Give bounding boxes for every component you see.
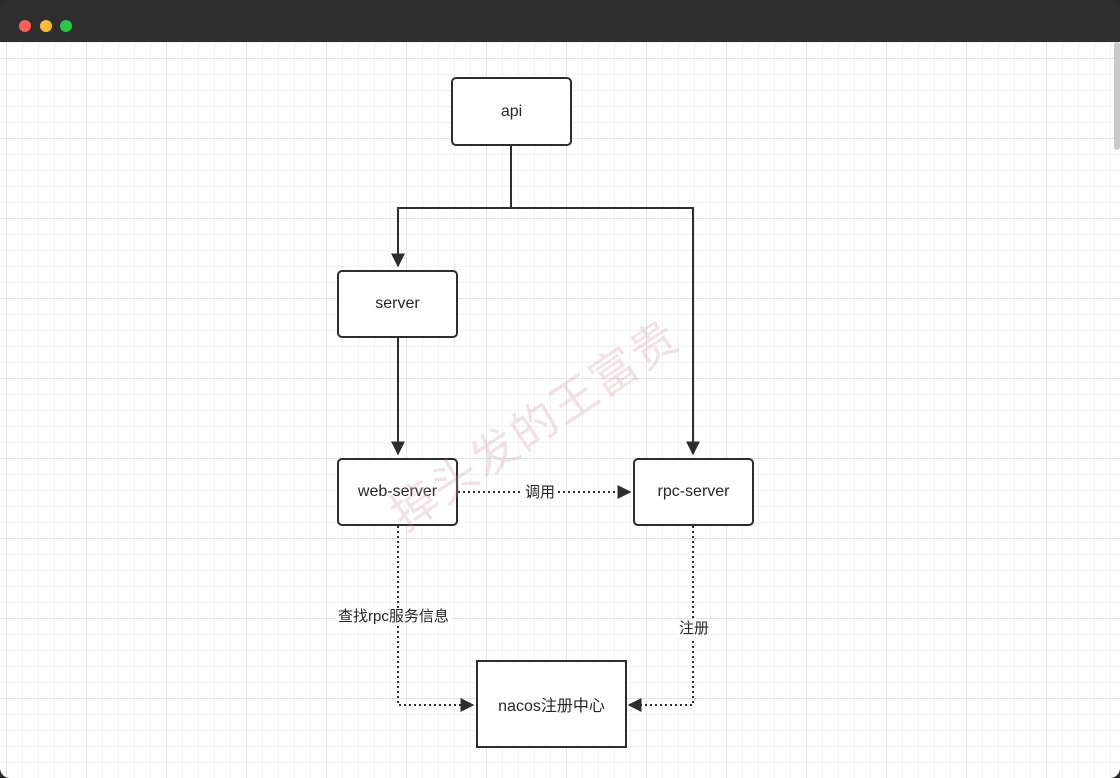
node-rpc-server[interactable]: rpc-server bbox=[633, 458, 754, 526]
edge-label-invoke: 调用 bbox=[523, 484, 558, 502]
edge-api-to-rpc-server bbox=[511, 207, 700, 456]
node-nacos[interactable]: nacos注册中心 bbox=[476, 660, 627, 748]
node-api[interactable]: api bbox=[451, 77, 572, 146]
edge-label-lookup: 查找rpc服务信息 bbox=[336, 608, 451, 626]
edge-rpc-server-to-nacos bbox=[627, 526, 694, 712]
node-web-server[interactable]: web-server bbox=[337, 458, 458, 526]
close-window-button[interactable] bbox=[19, 20, 31, 32]
minimize-window-button[interactable] bbox=[40, 20, 52, 32]
vertical-scrollbar[interactable] bbox=[1114, 42, 1120, 150]
edge-api-to-server bbox=[391, 207, 511, 268]
edge-label-register: 注册 bbox=[677, 620, 712, 638]
maximize-window-button[interactable] bbox=[60, 20, 72, 32]
node-server[interactable]: server bbox=[337, 270, 458, 338]
window-titlebar bbox=[0, 0, 1120, 42]
diagram-canvas[interactable]: api server web-server rpc-server nacos注册… bbox=[0, 42, 1120, 778]
